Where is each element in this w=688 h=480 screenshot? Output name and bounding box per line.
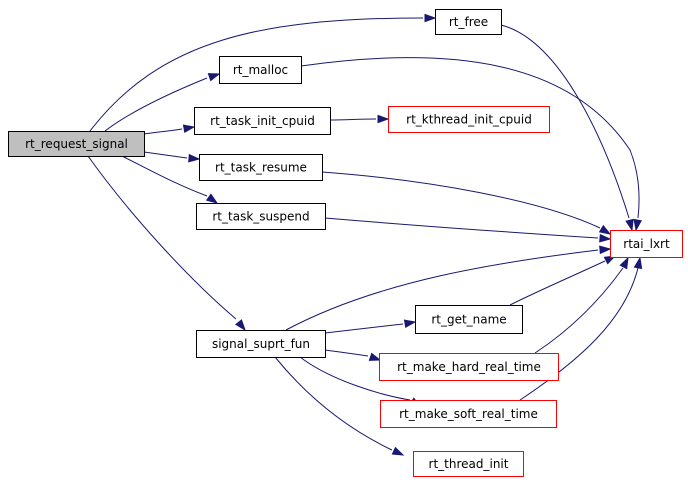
node-box <box>379 353 559 381</box>
node-label: rt_thread_init <box>429 457 509 471</box>
edge-line <box>519 267 639 401</box>
edge-rt-free-to-rtai-lxrt <box>500 24 634 232</box>
edge-rt-request-signal-to-signal-suprt-fun <box>87 155 246 332</box>
edge-line <box>143 151 188 159</box>
edge-arrowhead <box>207 73 221 82</box>
node-rt-make-soft-real-time[interactable]: rt_make_soft_real_time <box>380 400 557 428</box>
edge-arrowhead <box>235 319 246 332</box>
node-label: rt_task_init_cpuid <box>210 114 315 128</box>
node-box <box>380 400 557 428</box>
edge-rt-request-signal-to-rt-free <box>89 13 437 132</box>
edge-arrowhead <box>391 446 405 456</box>
edge-arrowhead <box>625 218 634 232</box>
node-rt-free[interactable]: rt_free <box>435 9 502 35</box>
node-box <box>196 203 326 230</box>
edge-line <box>500 24 630 219</box>
edge-signal-suprt-fun-to-rt-get-name <box>324 319 417 334</box>
node-box <box>8 131 145 157</box>
edge-arrowhead <box>598 224 612 235</box>
edge-rt-task-init-cpuid-to-rt-kthread-init-cpuid <box>329 114 390 124</box>
node-label: rt_task_suspend <box>212 210 309 224</box>
node-rt-make-hard-real-time[interactable]: rt_make_hard_real_time <box>379 353 559 381</box>
node-rt-thread-init[interactable]: rt_thread_init <box>413 451 524 477</box>
node-box <box>413 451 524 477</box>
edge-arrowhead <box>368 352 382 361</box>
edge-arrowhead <box>599 233 612 243</box>
node-label: rt_task_resume <box>215 161 307 175</box>
edge-line <box>321 171 601 229</box>
edge-line <box>143 128 183 135</box>
node-label: rt_kthread_init_cpuid <box>406 113 532 127</box>
edge-rt-make-hard-real-time-to-rtai-lxrt <box>534 256 629 354</box>
node-label: rt_free <box>449 15 488 29</box>
edge-arrowhead <box>424 13 437 23</box>
edge-rt-task-resume-to-rtai-lxrt <box>321 171 612 235</box>
node-label: rt_get_name <box>431 313 506 327</box>
edge-signal-suprt-fun-to-rt-thread-init <box>274 356 405 456</box>
edge-rt-make-soft-real-time-to-rtai-lxrt <box>519 256 643 401</box>
edge-line <box>324 349 369 357</box>
node-rtai-lxrt[interactable]: rtai_lxrt <box>610 230 683 258</box>
call-edges <box>87 13 643 456</box>
node-box <box>388 106 550 133</box>
edge-rt-request-signal-to-rt-malloc <box>104 73 221 132</box>
edge-line <box>509 260 606 306</box>
node-rt-get-name[interactable]: rt_get_name <box>415 305 523 334</box>
node-label: signal_suprt_fun <box>212 337 310 351</box>
edge-line <box>274 356 393 451</box>
node-signal-suprt-fun[interactable]: signal_suprt_fun <box>196 330 326 358</box>
edge-line <box>285 249 599 331</box>
node-label: rtai_lxrt <box>623 237 670 251</box>
node-rt-task-suspend[interactable]: rt_task_suspend <box>196 203 326 230</box>
edge-rt-request-signal-to-rt-task-resume <box>143 151 201 163</box>
node-box <box>610 230 683 258</box>
node-rt-task-resume[interactable]: rt_task_resume <box>199 154 323 181</box>
edge-line <box>329 118 377 121</box>
node-box <box>199 154 323 181</box>
node-label: rt_malloc <box>233 63 288 77</box>
call-nodes: rt_request_signal rt_free rt_malloc rt_t… <box>8 9 683 477</box>
edge-line <box>300 57 640 219</box>
node-label: rt_make_hard_real_time <box>397 360 541 374</box>
node-label: rt_make_soft_real_time <box>399 407 538 421</box>
edge-line <box>299 356 411 401</box>
edge-arrowhead <box>403 319 417 328</box>
edge-rt-malloc-to-rtai-lxrt <box>300 57 642 232</box>
node-rt-kthread-init-cpuid[interactable]: rt_kthread_init_cpuid <box>388 106 550 133</box>
edge-rt-request-signal-to-rt-task-init-cpuid <box>143 124 196 135</box>
edge-arrowhead <box>619 256 629 270</box>
edge-line <box>87 155 237 320</box>
edge-line <box>324 217 599 239</box>
edge-line <box>89 17 424 132</box>
edge-signal-suprt-fun-to-rtai-lxrt <box>285 245 612 331</box>
edge-arrowhead <box>205 193 219 204</box>
edge-rt-request-signal-to-rt-task-suspend <box>121 155 219 204</box>
node-box <box>415 305 523 334</box>
edge-line <box>121 155 208 197</box>
edge-line <box>104 77 208 132</box>
edge-arrowhead <box>182 124 196 133</box>
edge-arrowhead <box>188 153 201 163</box>
edge-line <box>324 323 404 334</box>
node-box <box>219 56 302 84</box>
node-rt-task-init-cpuid[interactable]: rt_task_init_cpuid <box>194 107 331 135</box>
edge-signal-suprt-fun-to-rt-make-hard-real-time <box>324 349 382 361</box>
edge-arrowhead <box>633 218 642 232</box>
edge-arrowhead <box>599 245 612 255</box>
edge-rt-task-suspend-to-rtai-lxrt <box>324 217 612 243</box>
edge-arrowhead <box>633 256 643 270</box>
node-box <box>194 107 331 135</box>
edge-arrowhead <box>377 114 390 124</box>
node-rt-request-signal[interactable]: rt_request_signal <box>8 131 145 157</box>
node-box <box>435 9 502 35</box>
node-label: rt_request_signal <box>25 137 128 151</box>
node-box <box>196 330 326 358</box>
edge-line <box>534 267 624 354</box>
node-rt-malloc[interactable]: rt_malloc <box>219 56 302 84</box>
